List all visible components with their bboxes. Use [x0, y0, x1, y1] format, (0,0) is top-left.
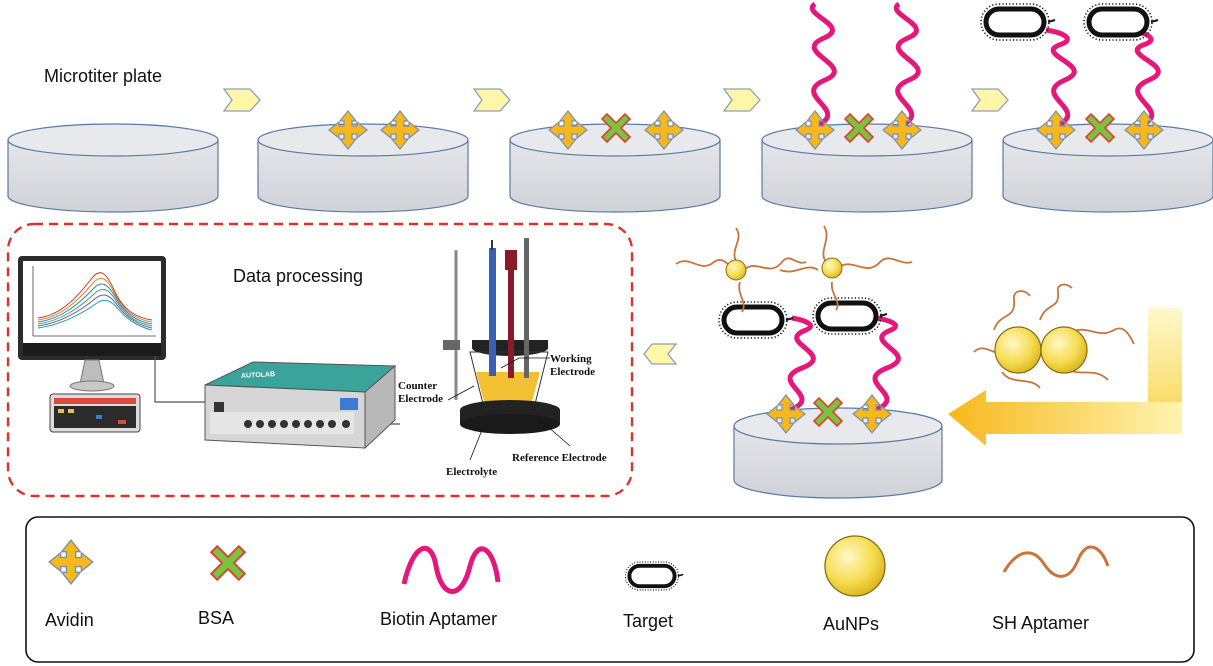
biotin-aptamer-strand [809, 1, 921, 128]
target-icon [813, 298, 887, 334]
biotin-aptamer-strand [787, 315, 901, 413]
biotin-aptamer-strand [1045, 25, 1161, 128]
aunp-icon [725, 259, 747, 281]
step-arrow-1 [223, 88, 261, 112]
potentiostat-device [204, 361, 397, 450]
legend-sh-aptamer-label: SH Aptamer [992, 613, 1090, 633]
aunp-icon [994, 326, 1042, 374]
step-arrow-4 [971, 88, 1009, 112]
plate-1 [7, 123, 219, 213]
legend-aunps-label: AuNPs [823, 614, 880, 634]
target-icon [981, 4, 1055, 40]
computer-monitor [18, 256, 166, 392]
microtiter-plate-label: Microtiter plate [44, 66, 163, 86]
legend-biotin-aptamer-icon [401, 545, 501, 594]
plate-3 [509, 123, 721, 213]
legend-avidin-label: Avidin [45, 610, 94, 630]
target-icon [719, 302, 793, 338]
data-processing-box [6, 222, 634, 498]
legend-sh-aptamer-icon [1002, 545, 1110, 578]
electrolyte-label: Electrolyte [446, 466, 498, 478]
aunp-icon [821, 257, 843, 279]
legend-aunp-icon [824, 535, 886, 597]
aunp-addition-arrow [948, 308, 1182, 446]
reference-electrode-label: Reference Electrode [512, 452, 607, 464]
data-processing-title: Data processing [233, 266, 364, 286]
legend-biotin-aptamer-label: Biotin Aptamer [380, 609, 498, 629]
step-arrow-5 [643, 343, 678, 365]
keyboard [49, 393, 141, 433]
plate-2 [257, 123, 469, 213]
legend-target-label: Target [623, 611, 674, 631]
legend-bsa-label: BSA [198, 608, 235, 628]
legend-box [25, 516, 1195, 663]
aunp-icon [1040, 326, 1088, 374]
sh-aptamer-strand [675, 225, 913, 313]
electrochemical-cell [400, 238, 620, 488]
step-arrow-2 [473, 88, 511, 112]
step-arrow-3 [723, 88, 761, 112]
